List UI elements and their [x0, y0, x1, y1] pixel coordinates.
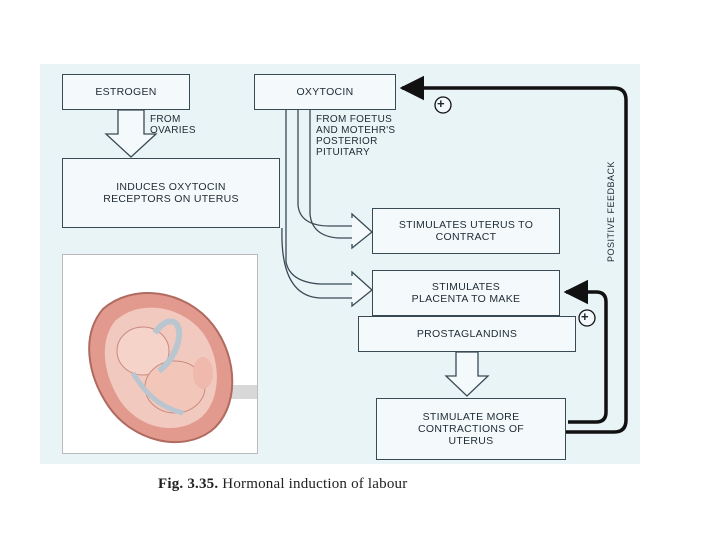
foetus-in-womb-image	[62, 254, 258, 454]
from-ovaries-note: FROM OVARIES	[150, 114, 196, 136]
estrogen-box: ESTROGEN	[62, 74, 190, 110]
figure-title: Hormonal induction of labour	[222, 476, 407, 492]
figure-caption: Fig. 3.35. Hormonal induction of labour	[158, 476, 407, 493]
uterus-hollow-arrowhead	[352, 214, 372, 248]
placenta-box: STIMULATES PLACENTA TO MAKE	[372, 270, 560, 316]
feedback-to-oxytocin-arrow	[402, 88, 626, 432]
foetus-illustration	[63, 255, 258, 454]
from-foetus-note: FROM FOETUS AND MOTEHR'S POSTERIOR PITUI…	[316, 114, 395, 158]
more-contractions-box: STIMULATE MORE CONTRACTIONS OF UTERUS	[376, 398, 566, 460]
figure-number: Fig. 3.35.	[158, 476, 218, 492]
prostaglandins-to-more-arrow	[446, 352, 488, 396]
positive-feedback-label: POSITIVE FEEDBACK	[606, 161, 616, 262]
receptors-box: INDUCES OXYTOCIN RECEPTORS ON UTERUS	[62, 158, 280, 228]
prostaglandins-box: PROSTAGLANDINS	[358, 316, 576, 352]
placenta-hollow-arrowhead	[352, 272, 372, 306]
estrogen-to-receptors-arrow	[106, 110, 156, 157]
uterus-box: STIMULATES UTERUS TO CONTRACT	[372, 208, 560, 254]
plus-sign-oxytocin: +	[437, 98, 445, 109]
oxytocin-box: OXYTOCIN	[254, 74, 396, 110]
plus-sign-placenta: +	[581, 311, 589, 322]
